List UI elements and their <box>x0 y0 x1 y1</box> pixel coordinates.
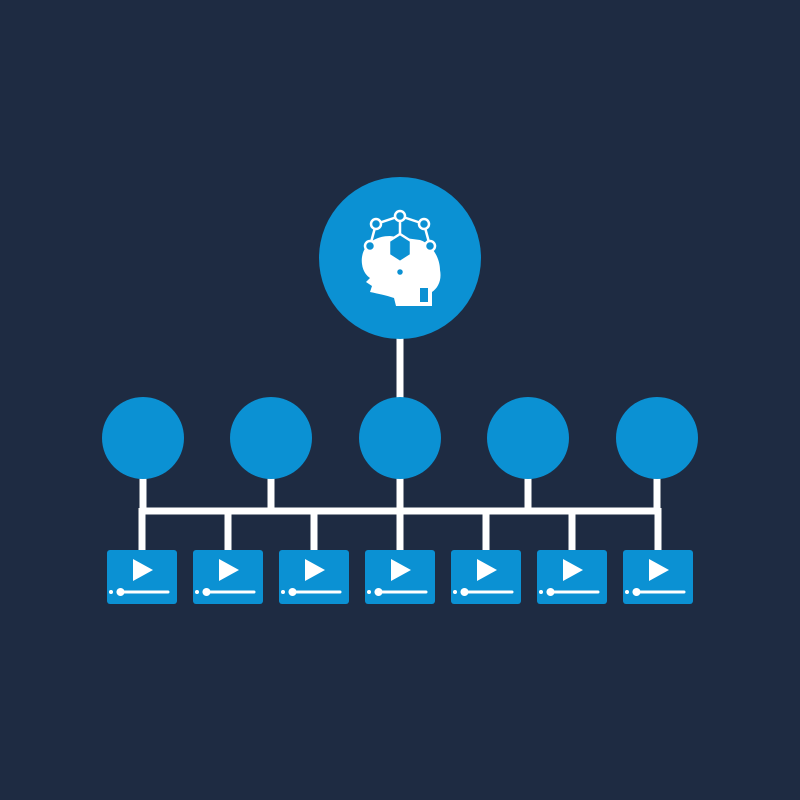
video-tile-body <box>365 550 435 604</box>
hub-node[interactable] <box>359 397 441 479</box>
root-node[interactable] <box>319 177 481 339</box>
video-progress-knob[interactable] <box>546 588 555 596</box>
video-progress-knob[interactable] <box>288 588 297 596</box>
video-tile[interactable] <box>451 550 521 604</box>
ai-brain-network-icon <box>361 209 441 306</box>
video-tile-body <box>193 550 263 604</box>
video-tile[interactable] <box>365 550 435 604</box>
hub-nodes <box>102 397 698 479</box>
hub-node[interactable] <box>230 397 312 479</box>
video-tile-body <box>107 550 177 604</box>
video-play-icon <box>133 559 153 581</box>
video-play-icon <box>563 559 583 581</box>
video-progress-knob[interactable] <box>116 588 125 596</box>
head-accent <box>420 288 428 302</box>
hub-drop-connectors <box>139 477 661 514</box>
video-tile[interactable] <box>193 550 263 604</box>
video-tile-body <box>451 550 521 604</box>
video-drop-connectors <box>138 508 662 551</box>
video-start-dot <box>453 590 457 594</box>
video-progress-knob[interactable] <box>632 588 641 596</box>
video-play-icon <box>391 559 411 581</box>
video-tile[interactable] <box>623 550 693 604</box>
video-start-dot <box>539 590 543 594</box>
video-progress-knob[interactable] <box>202 588 211 596</box>
video-play-icon <box>305 559 325 581</box>
video-tile[interactable] <box>107 550 177 604</box>
video-start-dot <box>109 590 113 594</box>
video-play-icon <box>477 559 497 581</box>
video-tile-body <box>279 550 349 604</box>
connectors <box>138 338 662 551</box>
video-nodes <box>107 550 693 604</box>
network-graph <box>363 209 437 278</box>
video-play-icon <box>219 559 239 581</box>
video-tile-body <box>537 550 607 604</box>
hub-node[interactable] <box>487 397 569 479</box>
video-progress-knob[interactable] <box>460 588 469 596</box>
video-start-dot <box>367 590 371 594</box>
video-progress-knob[interactable] <box>374 588 383 596</box>
hub-node[interactable] <box>102 397 184 479</box>
hub-node[interactable] <box>616 397 698 479</box>
video-start-dot <box>625 590 629 594</box>
video-tile[interactable] <box>279 550 349 604</box>
video-tile-body <box>623 550 693 604</box>
video-start-dot <box>195 590 199 594</box>
video-tile[interactable] <box>537 550 607 604</box>
video-play-icon <box>649 559 669 581</box>
video-start-dot <box>281 590 285 594</box>
